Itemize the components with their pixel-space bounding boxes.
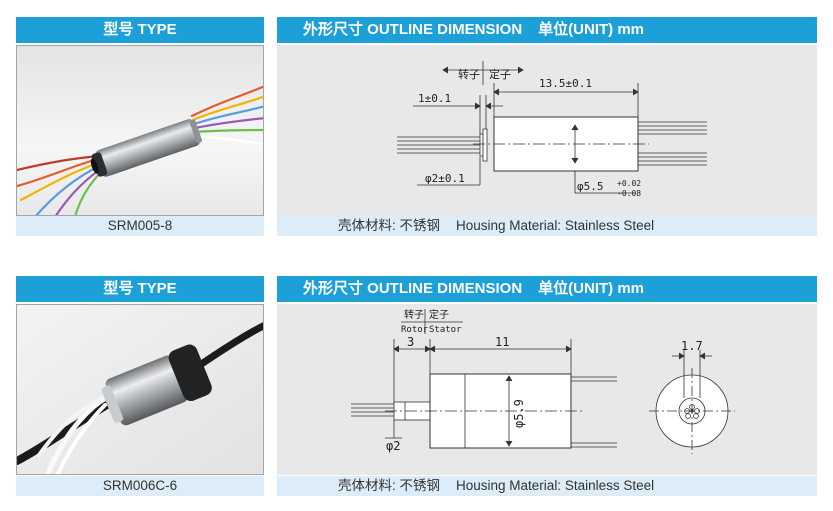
material-en: Housing Material: Stainless Steel [456,478,655,493]
material-cn: 壳体材料: 不锈钢 [338,218,441,233]
dim-diameter: φ5.9 [512,399,526,428]
dimension-header-2: 外形尺寸 OUTLINE DIMENSION 单位(UNIT) mm [277,276,817,302]
material-caption-2: 壳体材料: 不锈钢 Housing Material: Stainless Ste… [277,476,817,496]
dimension-title: 外形尺寸 OUTLINE DIMENSION [303,21,523,38]
material-caption-1: 壳体材料: 不锈钢 Housing Material: Stainless Ste… [277,216,817,236]
dim-shaft: φ2 [386,439,400,453]
unit-label: 单位(UNIT) mm [538,21,644,38]
dim-body-length: 11 [495,335,509,349]
dim-flange: 1±0.1 [418,92,451,105]
dim-diameter: φ5.5 [577,180,604,193]
dim-side: 1.7 [681,339,703,353]
stator-label-cn: 定子 [489,67,511,81]
unit-label: 单位(UNIT) mm [538,280,644,297]
stator-label-cn: 定子 [429,308,449,321]
tol-upper: +0.02 [617,179,641,188]
dim-shaft: φ2±0.1 [425,172,465,185]
product-photo-2 [16,304,264,475]
dimension-header-1: 外形尺寸 OUTLINE DIMENSION 单位(UNIT) mm [277,17,817,43]
type-header-1: 型号 TYPE [16,17,264,43]
model-caption-2: SRM006C-6 [16,476,264,496]
material-cn: 壳体材料: 不锈钢 [338,478,441,493]
stator-label-en: Stator [429,325,462,335]
rotor-label-en: Rotor [401,325,429,335]
product-photo-1 [16,45,264,216]
type-header-2: 型号 TYPE [16,276,264,302]
tol-lower: -0.08 [617,189,641,198]
dim-length: 13.5±0.1 [539,77,592,90]
model-caption-1: SRM005-8 [16,216,264,236]
dimension-title: 外形尺寸 OUTLINE DIMENSION [303,280,523,297]
rotor-label-cn: 转子 [458,67,480,81]
rotor-label-cn: 转子 [404,308,424,321]
material-en: Housing Material: Stainless Steel [456,218,655,233]
dimension-drawing-1: 转子 定子 13.5±0.1 1±0.1 φ2±0.1 φ5.5 +0.02 -… [277,45,817,216]
dimension-drawing-2: 转子 定子 Rotor Stator 3 11 φ2 φ5.9 1.7 [277,304,817,475]
dim-rotor-length: 3 [407,335,414,349]
